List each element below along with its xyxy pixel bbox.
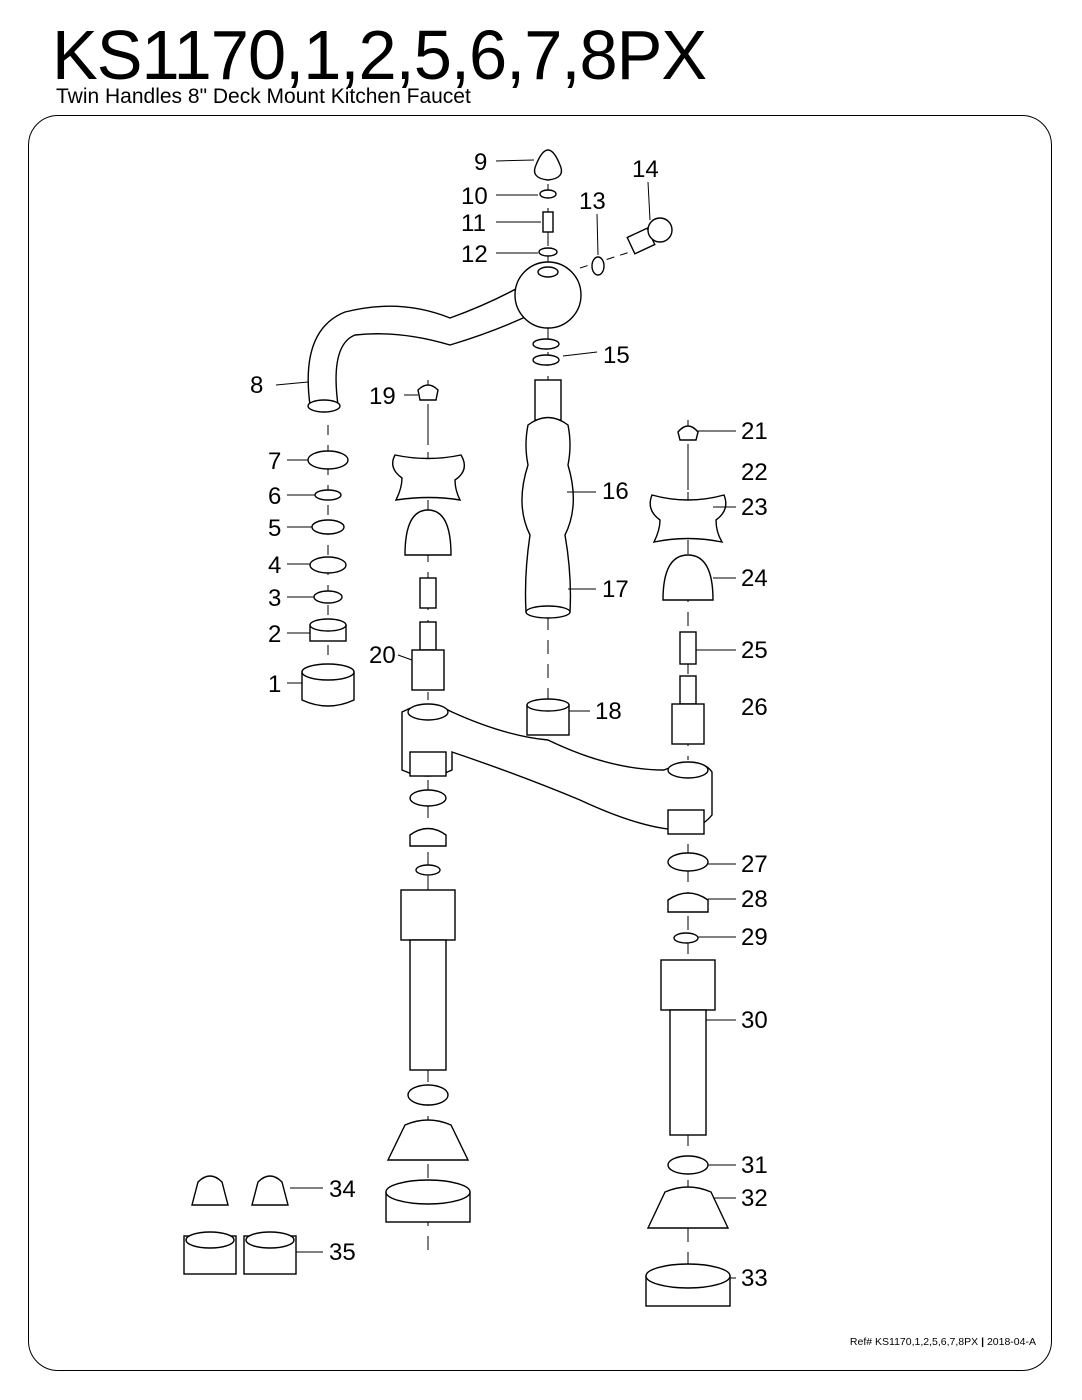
label-part-5: 5 bbox=[268, 515, 281, 542]
part-labels: 9 10 11 12 13 14 15 8 19 7 6 5 4 3 2 1 2… bbox=[250, 149, 768, 1292]
part-14-side-knob bbox=[626, 217, 673, 255]
label-part-33: 33 bbox=[741, 1265, 768, 1292]
label-part-22: 22 bbox=[741, 459, 768, 486]
part-18-threaded-nipple bbox=[526, 698, 570, 736]
label-part-19: 19 bbox=[369, 383, 396, 410]
label-part-6: 6 bbox=[268, 483, 281, 510]
part-29-o-ring bbox=[673, 932, 699, 944]
reference-footer: Ref# KS1170,1,2,5,6,7,8PX | 2018-04-A bbox=[850, 1336, 1036, 1348]
left-cross-handle bbox=[392, 454, 466, 501]
left-handle-bonnet bbox=[404, 509, 452, 556]
part-4-ring bbox=[309, 556, 347, 574]
label-part-35: 35 bbox=[329, 1239, 356, 1266]
part-15-o-rings bbox=[532, 338, 560, 366]
part-27-washer bbox=[667, 852, 709, 872]
part-9-finial-cap bbox=[533, 149, 563, 181]
label-part-31: 31 bbox=[741, 1152, 768, 1179]
label-part-28: 28 bbox=[741, 886, 768, 913]
faucet-body-bridge bbox=[401, 703, 713, 835]
label-part-10: 10 bbox=[461, 183, 488, 210]
part-31-gasket bbox=[667, 1155, 709, 1175]
ref-date: 2018-04-A bbox=[986, 1336, 1036, 1348]
label-part-15: 15 bbox=[603, 342, 630, 369]
part-19-index-button bbox=[417, 384, 439, 401]
part-16-17-column bbox=[521, 379, 575, 619]
label-part-25: 25 bbox=[741, 637, 768, 664]
label-part-20: 20 bbox=[369, 642, 396, 669]
part-30-supply-shank bbox=[660, 959, 716, 1136]
part-23-cross-handle bbox=[649, 494, 727, 544]
label-part-29: 29 bbox=[741, 924, 768, 951]
label-part-9: 9 bbox=[474, 149, 487, 176]
label-part-21: 21 bbox=[741, 418, 768, 445]
label-part-3: 3 bbox=[268, 585, 281, 612]
label-part-27: 27 bbox=[741, 851, 768, 878]
left-o-ring bbox=[415, 864, 441, 876]
part-13-o-ring bbox=[591, 256, 605, 276]
label-part-7: 7 bbox=[268, 448, 281, 475]
left-mounting-nut bbox=[385, 1179, 471, 1223]
part-33-mounting-nut bbox=[645, 1263, 731, 1307]
label-part-13: 13 bbox=[579, 188, 606, 215]
label-part-8: 8 bbox=[250, 372, 263, 399]
ref-number: Ref# KS1170,1,2,5,6,7,8PX bbox=[849, 1336, 979, 1348]
label-part-12: 12 bbox=[461, 241, 488, 268]
part-25-stem-extension bbox=[679, 631, 697, 665]
label-part-26: 26 bbox=[741, 694, 768, 721]
part-11-screw bbox=[542, 211, 554, 233]
label-part-32: 32 bbox=[741, 1185, 768, 1212]
part-21-index-button bbox=[677, 425, 699, 441]
part-6-disk bbox=[314, 489, 342, 501]
label-part-16: 16 bbox=[602, 478, 629, 505]
part-10-washer bbox=[539, 189, 557, 199]
left-gasket bbox=[407, 1084, 449, 1106]
part-34-compression-sleeves bbox=[191, 1175, 289, 1206]
part-5-screen bbox=[311, 519, 345, 535]
label-part-24: 24 bbox=[741, 565, 768, 592]
part-2-insert bbox=[309, 618, 347, 642]
diagram-title: KS1170,1,2,5,6,7,8PX bbox=[52, 16, 707, 94]
label-part-11: 11 bbox=[461, 210, 486, 237]
ref-separator: | bbox=[981, 1336, 985, 1348]
label-part-23: 23 bbox=[741, 494, 768, 521]
label-part-14: 14 bbox=[632, 156, 659, 183]
part-1-aerator-housing bbox=[301, 663, 355, 707]
part-32-escutcheon bbox=[646, 1186, 730, 1229]
label-part-2: 2 bbox=[268, 621, 281, 648]
part-35-compression-nuts bbox=[183, 1231, 297, 1275]
left-adapter bbox=[409, 827, 447, 847]
diagram-frame bbox=[28, 115, 1052, 1371]
part-28-adapter bbox=[667, 892, 709, 913]
diagram-subtitle: Twin Handles 8" Deck Mount Kitchen Fauce… bbox=[56, 85, 471, 108]
part-24-handle-bonnet bbox=[662, 554, 714, 601]
label-part-34: 34 bbox=[329, 1176, 356, 1203]
left-escutcheon bbox=[386, 1119, 470, 1161]
label-part-1: 1 bbox=[268, 671, 281, 698]
left-stem-extension bbox=[419, 577, 437, 609]
part-3-mesh bbox=[313, 590, 343, 604]
label-part-17: 17 bbox=[602, 576, 629, 603]
left-washer bbox=[409, 789, 447, 807]
label-part-4: 4 bbox=[268, 552, 281, 579]
label-part-30: 30 bbox=[741, 1007, 768, 1034]
left-supply-shank bbox=[400, 889, 456, 1071]
part-20-left-valve-cartridge bbox=[411, 621, 445, 691]
label-part-18: 18 bbox=[595, 698, 622, 725]
part-26-right-valve-cartridge bbox=[671, 675, 705, 745]
part-8-spout bbox=[307, 261, 582, 413]
part-12-washer bbox=[538, 247, 558, 257]
part-7-ring bbox=[307, 450, 349, 470]
leader-lines bbox=[275, 159, 736, 1279]
